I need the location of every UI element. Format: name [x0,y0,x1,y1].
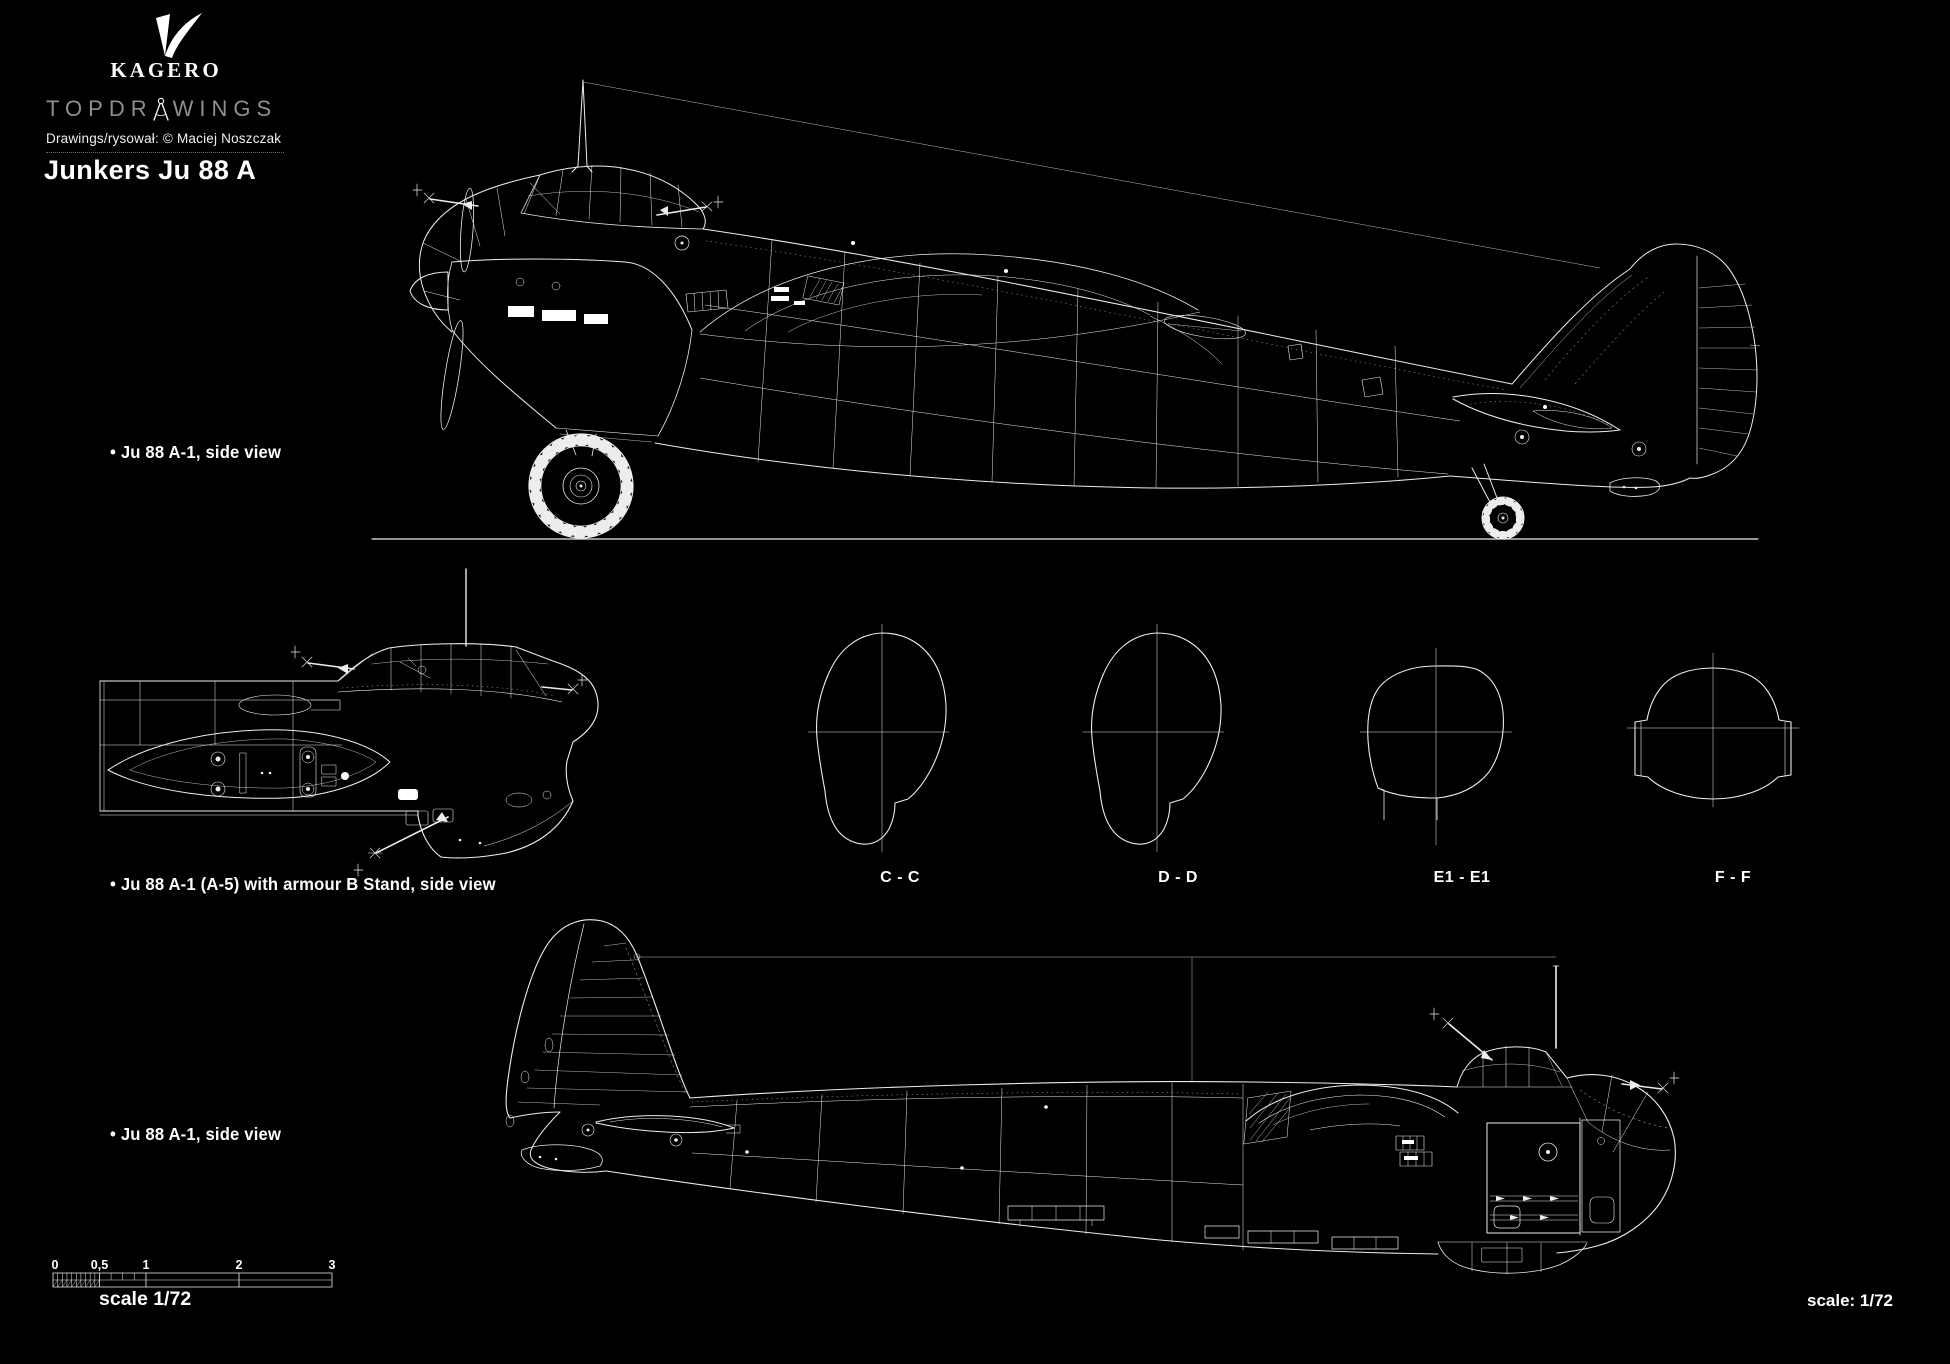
propeller [409,187,475,430]
bottom-tail-bumper [520,1144,603,1171]
middle-gun-nose [541,673,588,695]
kagero-bird-icon [156,13,202,58]
label-bottom-side-view: • Ju 88 A-1, side view [110,1124,282,1144]
cross-section-dd [1082,623,1225,853]
ruler-tick-3: 3 [329,1258,336,1272]
tail-fin [1511,243,1761,479]
ruler-tick-1: 1 [143,1258,150,1272]
ruler-tick-2: 2 [236,1258,243,1272]
middle-side-view-drawing [99,568,599,877]
machine-gun-front [412,183,479,210]
scale-ruler: 0 0,5 1 2 3 [52,1258,336,1288]
bomb-bay-outline [107,729,391,799]
antenna-mast [571,79,593,173]
antenna-wire [582,81,1601,269]
tailplane [1452,393,1647,457]
machine-gun-rear [656,195,724,216]
bottom-gondola [1437,1241,1588,1275]
tail-wheel [1471,463,1525,540]
tail-bumper [1609,477,1661,497]
ruler-tick-05: 0,5 [91,1258,108,1272]
top-side-view-drawing [371,79,1761,540]
series-text-pre: TOPDR [46,96,153,121]
armour-b-stand [1486,1117,1621,1236]
bottom-gun-rear [1429,1007,1493,1061]
middle-gun-rear [290,645,355,674]
bottom-side-view-drawing [505,919,1680,1275]
bottom-tailplane [595,1115,741,1147]
label-section-dd: D - D [1158,869,1198,886]
bottom-canopy [1456,1045,1573,1088]
page-title: Junkers Ju 88 A [44,155,257,185]
cross-section-cc [807,623,950,853]
label-section-e1e1: E1 - E1 [1433,869,1491,886]
brand-kagero: KAGERO [110,58,222,82]
credit-line: Drawings/rysował: © Maciej Noszczak [46,131,282,146]
bomb-racks [1007,1205,1399,1250]
wing-root-fairing [1243,1084,1459,1167]
series-topdrawings: TOPDR WINGS [46,96,277,122]
header-divider [46,152,284,153]
label-section-ff: F - F [1714,869,1752,886]
bottom-nose [1556,1074,1676,1254]
ruler-tick-0: 0 [52,1258,59,1272]
drawing-compass-icon [152,97,169,121]
scale-note: scale: 1/72 [1807,1291,1894,1310]
series-text-post: WINGS [172,96,278,121]
label-top-side-view: • Ju 88 A-1, side view [110,442,282,462]
main-wheel [528,433,634,539]
label-section-cc: C - C [880,869,920,886]
cross-section-ff [1626,652,1800,808]
gondola-gun [353,812,449,877]
bottom-gun-front [1621,1071,1680,1094]
label-middle-side-view: • Ju 88 A-1 (A-5) with armour B Stand, s… [110,874,496,894]
cross-section-e1e1 [1359,647,1513,846]
scale-caption: scale 1/72 [99,1288,192,1310]
engine-nacelle [447,258,693,457]
bottom-tail-fin [505,919,691,1173]
